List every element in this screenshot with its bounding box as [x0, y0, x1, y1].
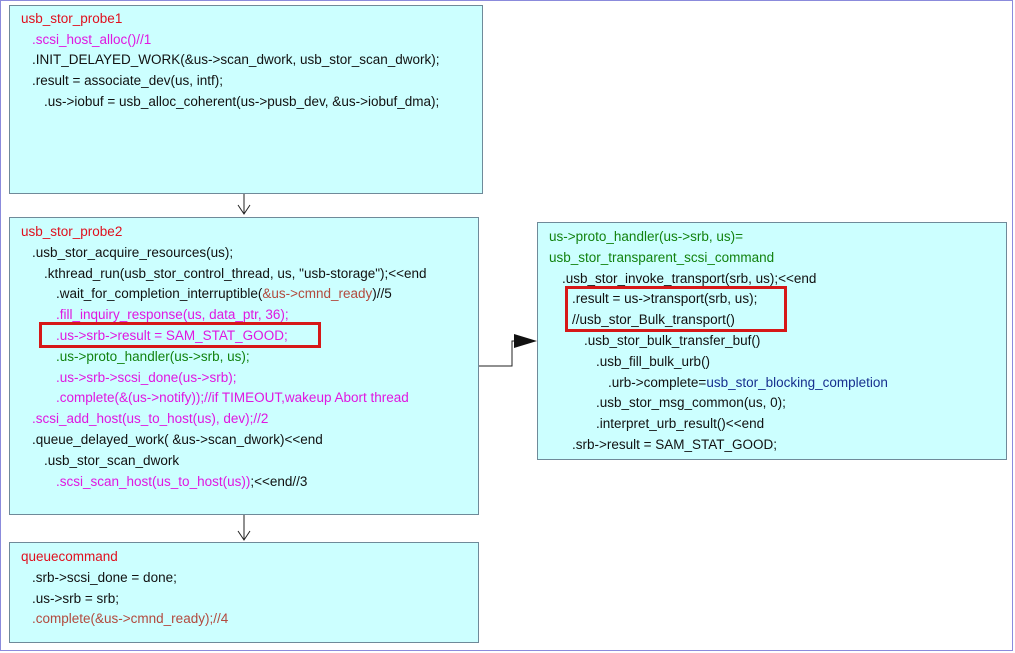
arrow-head-probe2-queuecommand: [237, 530, 251, 541]
code-segment: usb_stor_transparent_scsi_command: [549, 249, 775, 265]
box3-code-line: .us->srb = srb;: [32, 591, 119, 606]
arrow-head-to-proto-handler: [514, 334, 537, 348]
box2-code-line: .scsi_scan_host(us_to_host(us));<<end//3: [56, 474, 307, 489]
code-segment: .kthread_run(usb_stor_control_thread, us…: [44, 265, 427, 281]
code-segment: .scsi_add_host(us_to_host(us), dev);//2: [32, 411, 269, 427]
box3-code-line: .srb->scsi_done = done;: [32, 570, 177, 585]
box-proto-handler: us->proto_handler(us->srb, us)= usb_stor_…: [537, 222, 1007, 460]
code-segment: usb_stor_probe1: [21, 11, 123, 26]
code-segment: .usb_stor_scan_dwork: [44, 452, 180, 468]
box2-code-line: .usb_stor_scan_dwork: [44, 453, 179, 468]
box2-code-line: .us->srb->scsi_done(us->srb);: [56, 370, 236, 385]
box2-code-line: .kthread_run(usb_stor_control_thread, us…: [44, 266, 427, 281]
code-segment: .us->proto_handler(us->srb, us);: [56, 348, 250, 364]
box3-code-line: queuecommand: [21, 549, 118, 564]
box-queuecommand: queuecommand .srb->scsi_done = done; .us->…: [9, 542, 479, 643]
code-segment: .us->srb->result = SAM_STAT_GOOD;: [56, 328, 288, 343]
code-segment: queuecommand: [21, 549, 118, 564]
box4-code-line: //usb_stor_Bulk_transport(): [572, 312, 735, 327]
code-segment: .result = us->transport(srb, us);: [572, 291, 758, 307]
code-segment: .us->srb->scsi_done(us->srb);: [56, 369, 237, 385]
box2-code-line: .usb_stor_acquire_resources(us);: [32, 245, 233, 260]
code-segment: .srb->result = SAM_STAT_GOOD;: [572, 437, 778, 452]
box4-code-line: .srb->result = SAM_STAT_GOOD;: [572, 437, 777, 452]
highlight-srb-result: [39, 322, 321, 348]
code-segment: .scsi_host_alloc()//1: [32, 31, 152, 47]
box1-code-line: .result = associate_dev(us, intf);: [32, 73, 223, 88]
box2-code-line: .us->srb->result = SAM_STAT_GOOD;: [56, 328, 288, 343]
box-usb-stor-probe1: usb_stor_probe1 .scsi_host_alloc()//1 .INI…: [9, 5, 483, 194]
box-usb-stor-probe2: usb_stor_probe2 .usb_stor_acquire_resourc…: [9, 217, 479, 515]
box2-code-line: usb_stor_probe2: [21, 224, 122, 239]
code-segment: .urb->complete=: [608, 374, 707, 390]
code-segment: .usb_stor_invoke_transport(srb, us);<<en…: [562, 270, 817, 286]
box4-code-line: us->proto_handler(us->srb, us)=: [549, 229, 743, 244]
box4-code-line: usb_stor_transparent_scsi_command: [549, 250, 774, 265]
box1-code-line: .scsi_host_alloc()//1: [32, 32, 151, 47]
code-segment: .complete(&us->cmnd_ready);//4: [32, 611, 229, 627]
code-segment: )//5: [372, 286, 392, 302]
box1-code-line: usb_stor_probe1: [21, 11, 122, 26]
box4-code-line: .urb->complete=usb_stor_blocking_complet…: [608, 375, 888, 390]
arrow-head-probe1-probe2: [237, 204, 251, 215]
code-segment: us->proto_handler(us->srb, us)=: [549, 229, 743, 244]
code-segment: .fill_inquiry_response(us, data_ptr, 36)…: [56, 307, 289, 323]
code-segment: .us->iobuf = usb_alloc_coherent(us->pusb…: [44, 93, 440, 109]
box2-code-line: .wait_for_completion_interruptible(&us->…: [56, 286, 392, 301]
code-segment: .usb_stor_msg_common(us, 0);: [596, 395, 786, 411]
box2-code-line: .scsi_add_host(us_to_host(us), dev);//2: [32, 411, 268, 426]
box1-code-line: .INIT_DELAYED_WORK(&us->scan_dwork, usb_…: [32, 52, 440, 67]
code-segment: .srb->scsi_done = done;: [32, 569, 177, 585]
code-segment: .wait_for_completion_interruptible(: [56, 286, 263, 302]
box3-code-line: .complete(&us->cmnd_ready);//4: [32, 611, 228, 626]
code-segment: .complete(&(us->notify));//if TIMEOUT,wa…: [56, 390, 409, 406]
box1-code-line: .us->iobuf = usb_alloc_coherent(us->pusb…: [44, 94, 439, 109]
code-segment: .usb_fill_bulk_urb(): [596, 353, 711, 369]
box2-code-line: .fill_inquiry_response(us, data_ptr, 36)…: [56, 307, 289, 322]
box4-code-line: .result = us->transport(srb, us);: [572, 291, 757, 306]
box2-code-line: .complete(&(us->notify));//if TIMEOUT,wa…: [56, 390, 409, 405]
code-segment: .queue_delayed_work( &us->scan_dwork)<<e…: [32, 432, 323, 447]
code-segment: .usb_stor_acquire_resources(us);: [32, 244, 234, 260]
box4-code-line: .usb_stor_msg_common(us, 0);: [596, 395, 786, 410]
box2-code-line: .queue_delayed_work( &us->scan_dwork)<<e…: [32, 432, 323, 447]
code-segment: .interpret_urb_result()<<end: [596, 416, 765, 432]
code-segment: //usb_stor_Bulk_transport(): [572, 312, 735, 328]
code-segment: .scsi_scan_host(us_to_host(us)): [56, 473, 251, 489]
box4-code-line: .usb_stor_invoke_transport(srb, us);<<en…: [562, 271, 816, 286]
box4-code-line: .usb_stor_bulk_transfer_buf(): [584, 333, 760, 348]
code-segment: usb_stor_probe2: [21, 224, 123, 239]
highlight-transport-call: [565, 286, 787, 332]
box2-code-line: .us->proto_handler(us->srb, us);: [56, 349, 250, 364]
code-segment: .result = associate_dev(us, intf);: [32, 73, 223, 89]
code-segment: .us->srb = srb;: [32, 590, 120, 606]
code-segment: &us->cmnd_ready: [262, 286, 373, 302]
box4-code-line: .usb_fill_bulk_urb(): [596, 354, 710, 369]
code-segment: .usb_stor_bulk_transfer_buf(): [584, 333, 761, 348]
box4-code-line: .interpret_urb_result()<<end: [596, 416, 764, 431]
code-segment: ;<<end//3: [250, 473, 308, 489]
code-segment: .INIT_DELAYED_WORK(&us->scan_dwork, usb_…: [32, 52, 440, 68]
code-segment: usb_stor_blocking_completion: [706, 374, 888, 390]
